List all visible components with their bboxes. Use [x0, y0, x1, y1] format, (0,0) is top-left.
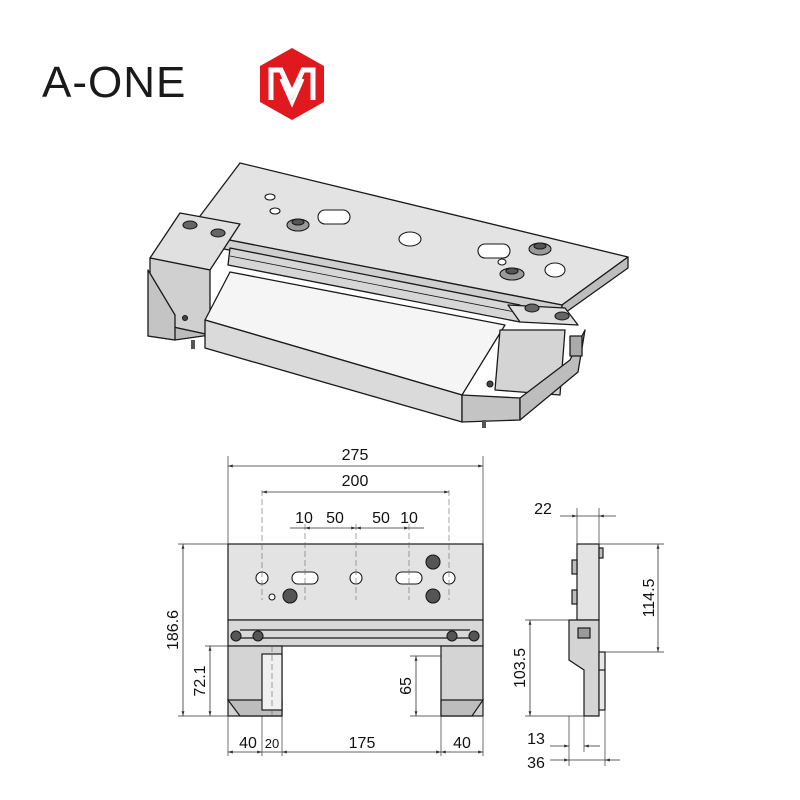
- dim-bottom-left-small: 20: [265, 736, 279, 751]
- dim-bottom-left: 40: [239, 735, 257, 752]
- dim-offset-left-a: 10: [295, 510, 313, 527]
- dim-side-bottom-small: 13: [527, 731, 545, 748]
- dim-overall-width: 275: [342, 447, 369, 464]
- dim-bottom-middle: 175: [349, 735, 376, 752]
- dim-offset-right-b: 10: [400, 510, 418, 527]
- front-view: 275 200 10 50 50 10 186.6 72.1 65 40 20 …: [165, 447, 485, 756]
- dim-offset-right-a: 50: [372, 510, 390, 527]
- dim-offset-left-b: 50: [326, 510, 344, 527]
- dim-side-lower-height: 103.5: [512, 648, 529, 688]
- dim-side-top-width: 22: [534, 501, 552, 518]
- dim-overall-height: 186.6: [165, 610, 182, 650]
- dim-hole-pitch: 200: [342, 473, 369, 490]
- dim-bottom-right: 40: [453, 735, 471, 752]
- dim-jaw-height-right: 65: [398, 677, 415, 695]
- right-jaw-base: [461, 394, 521, 423]
- brand-wordmark: A-ONE: [42, 58, 187, 107]
- isometric-view: [147, 162, 629, 428]
- side-body: [576, 543, 600, 621]
- front-rail: [227, 619, 484, 647]
- side-view: 22 114.5 103.5 13 36: [512, 501, 664, 772]
- a-one-m-logo-icon: [260, 48, 324, 120]
- dim-jaw-height-left: 72.1: [192, 665, 209, 696]
- dim-side-bottom-total: 36: [527, 755, 545, 772]
- dim-side-upper-height: 114.5: [641, 578, 658, 617]
